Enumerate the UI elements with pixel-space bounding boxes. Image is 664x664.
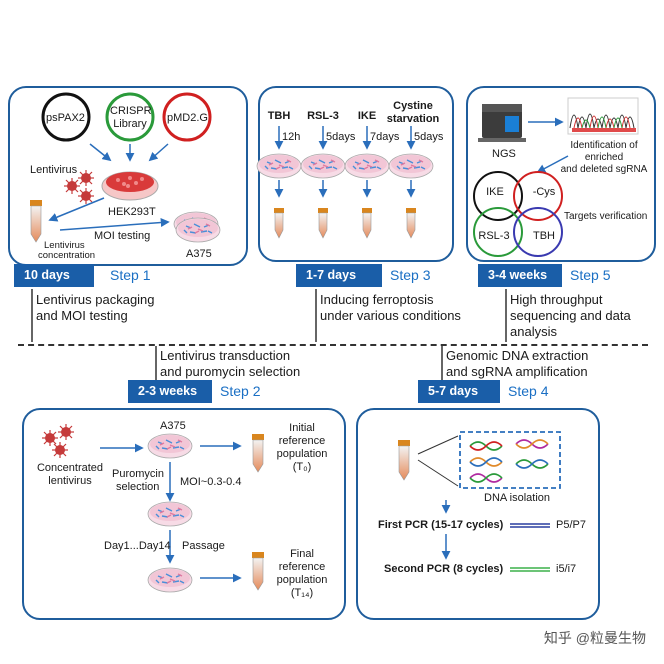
final-ref-4: (T₁₄) (290, 587, 314, 599)
puromycin-label-2: selection (116, 481, 160, 493)
crispr-plasmid (105, 92, 155, 142)
step5-desc-3: analysis (510, 324, 557, 339)
crispr-label-2: Library (113, 118, 147, 130)
pMD2G-label: pMD2.G (167, 112, 208, 124)
final-ref-3: population (276, 574, 328, 586)
i5i7-label: i5/i7 (556, 563, 577, 575)
puromycin-label-1: Puromycin (112, 468, 164, 480)
cystine-label-1: Cystine (393, 100, 433, 112)
days-label: Day1...Day14 (104, 540, 171, 552)
identification-label-1: Identification of (570, 140, 638, 151)
targets-verification-label: Targets verification (564, 211, 648, 222)
dna-isolation-box (459, 431, 561, 489)
dna-helix-icons (469, 439, 549, 483)
dna-isolation-label: DNA isolation (484, 492, 551, 504)
step1-label: Step 1 (110, 267, 151, 283)
watermark: 知乎 @粒曼生物 (543, 630, 646, 646)
crispr-label-1: CRISPR (110, 105, 152, 117)
a375-label: A375 (186, 248, 212, 260)
step5-label: Step 5 (570, 267, 611, 283)
panel2-a375-label: A375 (160, 420, 186, 432)
passage-label: Passage (182, 540, 225, 552)
hek293t-label: HEK293T (108, 206, 156, 218)
initial-ref-3: population (276, 448, 328, 460)
final-ref-2: reference (278, 561, 326, 573)
step3-desc-1: Inducing ferroptosis (320, 292, 434, 307)
step4-duration: 5-7 days (418, 380, 500, 403)
ngs-machine-icon (478, 104, 526, 142)
step4-label: Step 4 (508, 383, 549, 399)
time-ike: 7days (370, 131, 400, 143)
step3-duration: 1-7 days (296, 264, 382, 287)
conc-lentivirus-1: Concentrated (36, 462, 104, 474)
step1-duration: 10 days (14, 264, 94, 287)
venn-tbh-label: TBH (533, 230, 555, 242)
venn-ike-label: IKE (486, 186, 504, 198)
identification-label-3: and deleted sgRNA (560, 164, 648, 175)
ike-label: IKE (357, 110, 377, 122)
step1-desc-1: Lentivirus packaging (36, 292, 155, 307)
psPAX2-plasmid (41, 92, 91, 142)
step3-label: Step 3 (390, 267, 431, 283)
venn-diagram (473, 171, 563, 257)
venn-cys-label: -Cys (532, 186, 556, 198)
step2-desc-1: Lentivirus transduction (160, 348, 291, 363)
step5-desc-2: sequencing and data (510, 308, 631, 323)
psPAX2-label: psPAX2 (46, 112, 85, 124)
first-pcr-label: First PCR (15-17 cycles) (378, 519, 504, 531)
pMD2G-plasmid (162, 92, 212, 142)
chromatogram-icon (567, 97, 639, 135)
second-pcr-label: Second PCR (8 cycles) (384, 563, 504, 575)
initial-ref-2: reference (278, 435, 326, 447)
ngs-label: NGS (492, 148, 516, 160)
cystine-label-2: starvation (386, 113, 440, 125)
step4-desc-2: and sgRNA amplification (446, 364, 588, 379)
step2-label: Step 2 (220, 383, 261, 399)
step4-panel (356, 408, 600, 620)
moi-testing-label: MOI testing (94, 230, 151, 242)
tbh-label: TBH (267, 110, 291, 122)
rsl3-label: RSL-3 (307, 110, 339, 122)
lenti-conc-label-1: Lentivirus (44, 240, 85, 251)
timeline-dashed-line (18, 344, 648, 346)
lenti-conc-label-2: concentration (38, 250, 96, 261)
time-rsl3: 5days (326, 131, 356, 143)
step2-duration: 2-3 weeks (128, 380, 212, 403)
lentivirus-label: Lentivirus (30, 164, 78, 176)
step4-desc-1: Genomic DNA extraction (446, 348, 589, 363)
conc-lentivirus-2: lentivirus (48, 475, 92, 487)
step3-desc-2: under various conditions (320, 308, 461, 323)
step2-desc-2: and puromycin selection (160, 364, 301, 379)
step5-desc-1: High throughput (510, 292, 603, 307)
p5p7-label: P5/P7 (556, 519, 586, 531)
initial-ref-4: (T₀) (292, 461, 312, 473)
time-tbh: 12h (282, 131, 301, 143)
time-cys: 5days (414, 131, 444, 143)
initial-ref-1: Initial (289, 422, 315, 434)
step3-columns (256, 126, 434, 239)
identification-label-2: enriched (584, 152, 624, 163)
final-ref-1: Final (290, 548, 314, 560)
step5-duration: 3-4 weeks (478, 264, 562, 287)
moi-label: MOI~0.3-0.4 (180, 476, 242, 488)
venn-rsl3-label: RSL-3 (478, 230, 510, 242)
step1-desc-2: and MOI testing (36, 308, 128, 323)
